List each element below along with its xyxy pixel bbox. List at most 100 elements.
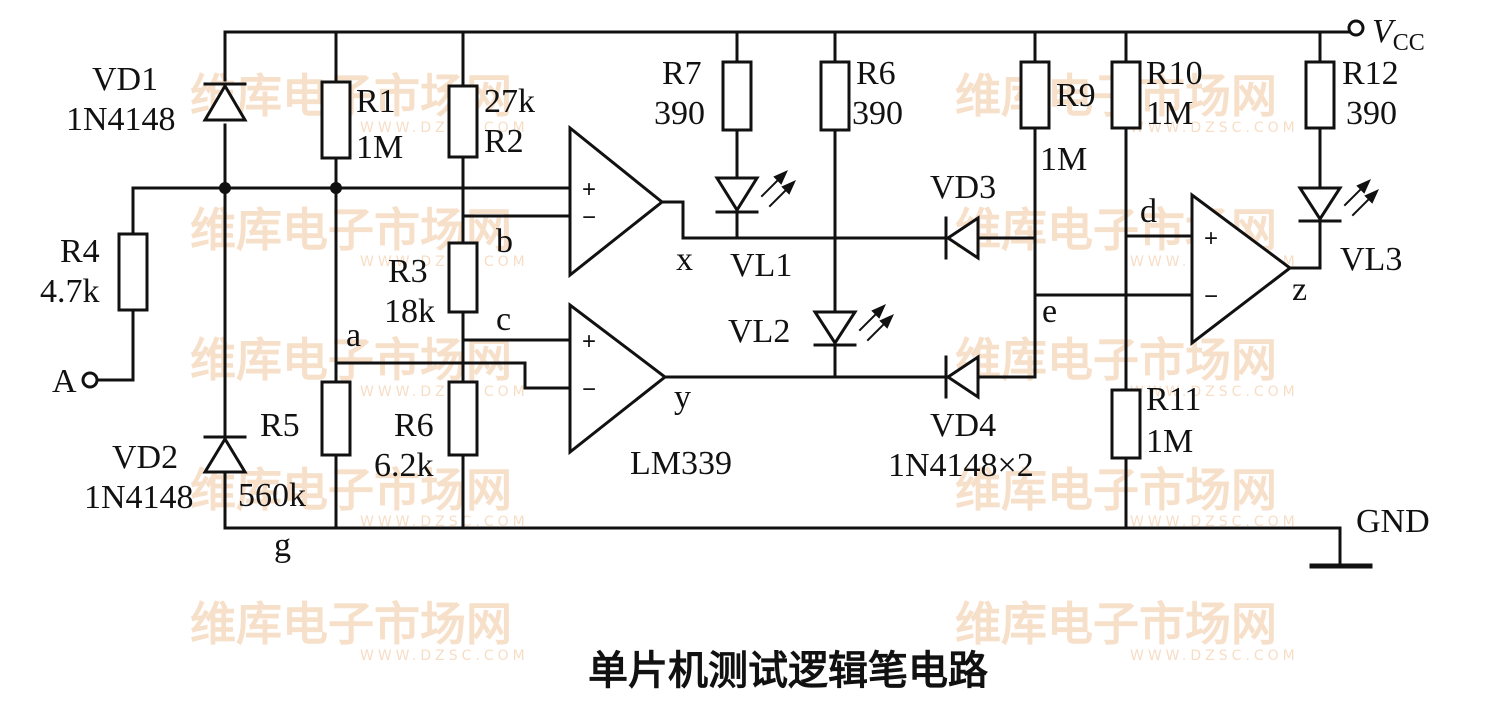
r9-name: R9 [1056,77,1096,114]
r6-390-value: 390 [852,95,903,132]
junction-dot [330,182,342,194]
r4-value: 4.7k [40,273,100,310]
resistor-r11[interactable] [1110,388,1142,460]
resistor-r10[interactable] [1110,60,1142,130]
r4-name: R4 [60,233,100,270]
r3-name: R3 [388,253,428,290]
svg-text:WWW.DZSC.COM: WWW.DZSC.COM [1130,120,1299,136]
vcc-terminal[interactable] [1347,19,1365,37]
comparator-1[interactable]: + − [568,124,665,279]
vd1-value: 1N4148 [66,101,176,138]
resistor-r9[interactable] [1019,60,1051,130]
node-d-label: d [1140,193,1157,230]
svg-text:维库电子市场网: 维库电子市场网 [955,597,1277,651]
led-vl2[interactable] [812,303,895,347]
node-a-label: a [346,317,361,354]
r10-value: 1M [1146,95,1193,132]
svg-text:维库电子市场网: 维库电子市场网 [955,333,1277,387]
comparator-3[interactable]: + − [1190,192,1293,347]
vl1-label: VL1 [730,247,792,284]
comp3-minus-pin: − [1204,283,1218,310]
r11-value: 1M [1146,423,1193,460]
input-a-terminal[interactable] [81,371,99,389]
r1-name: R1 [356,83,396,120]
comparator-2[interactable]: + − [568,301,668,456]
vl3-label: VL3 [1340,241,1402,278]
gnd-label: GND [1356,503,1430,540]
r6-390-name: R6 [856,55,896,92]
svg-text:维库电子市场网: 维库电子市场网 [190,597,512,651]
r7-name: R7 [662,55,702,92]
svg-text:WWW.DZSC.COM: WWW.DZSC.COM [1130,648,1299,664]
node-y-label: y [674,379,691,416]
svg-text:维库电子市场网: 维库电子市场网 [190,333,512,387]
resistors [117,60,1336,460]
resistor-r3[interactable] [447,241,479,314]
r5-name: R5 [260,407,300,444]
resistor-r4[interactable] [117,232,149,312]
vd3-name: VD3 [930,169,996,206]
comp2-minus-pin: − [582,376,596,403]
diagram-title: 单片机测试逻辑笔电路 [588,648,989,694]
node-g-label: g [274,527,291,564]
vd2-value: 1N4148 [84,479,194,516]
resistor-r6-390[interactable] [819,60,851,132]
vcc-label: VCC [1372,13,1425,56]
node-e-label: e [1042,293,1057,330]
diode-vd4[interactable] [944,354,980,400]
r2-value: 27k [484,83,535,120]
node-c-label: c [496,301,511,338]
r1-value: 1M [356,129,403,166]
svg-text:WWW.DZSC.COM: WWW.DZSC.COM [360,254,529,270]
comp1-minus-pin: − [582,204,596,231]
svg-text:WWW.DZSC.COM: WWW.DZSC.COM [360,514,529,530]
r11-name: R11 [1146,381,1201,418]
r7-value: 390 [654,95,705,132]
svg-text:WWW.DZSC.COM: WWW.DZSC.COM [360,648,529,664]
vl2-label: VL2 [728,313,790,350]
resistor-r2[interactable] [447,84,479,159]
r3-value: 18k [384,293,435,330]
svg-text:WWW.DZSC.COM: WWW.DZSC.COM [360,384,529,400]
svg-text:WWW.DZSC.COM: WWW.DZSC.COM [360,120,529,136]
junctions [219,182,342,194]
led-vl3[interactable] [1297,178,1380,223]
r6-name: R6 [394,407,434,444]
svg-text:维库电子市场网: 维库电子市场网 [955,463,1277,517]
input-label: A [52,363,77,400]
diode-vd1[interactable] [202,82,248,122]
r12-value: 390 [1346,95,1397,132]
resistor-r5[interactable] [320,380,352,457]
node-x-label: x [676,241,693,278]
comp3-plus-pin: + [1204,225,1218,252]
comparator-part-label: LM339 [630,445,732,482]
svg-text:WWW.DZSC.COM: WWW.DZSC.COM [1130,514,1299,530]
diode-vd3[interactable] [944,215,980,261]
node-z-label: z [1292,271,1307,308]
diode-vd2[interactable] [202,435,248,474]
resistor-r6[interactable] [447,380,479,457]
vd4-name: VD4 [930,407,996,444]
svg-text:WWW.DZSC.COM: WWW.DZSC.COM [1130,384,1299,400]
vd1-name: VD1 [92,61,158,98]
r5-value: 560k [238,477,306,514]
resistor-r7[interactable] [721,60,753,132]
comp2-plus-pin: + [582,328,596,355]
resistor-r1[interactable] [320,80,352,160]
junction-dot [219,182,231,194]
vd2-name: VD2 [112,439,178,476]
labels: VCC GND A VD1 1N4148 VD2 1N4148 VD3 VD4 … [40,13,1430,694]
led-vl1[interactable] [714,169,797,214]
r2-name: R2 [484,123,524,160]
r12-name: R12 [1342,55,1399,92]
r6-value: 6.2k [374,447,434,484]
resistor-r12[interactable] [1304,60,1336,130]
node-b-label: b [496,223,513,260]
vd4-value: 1N4148×2 [888,447,1034,484]
